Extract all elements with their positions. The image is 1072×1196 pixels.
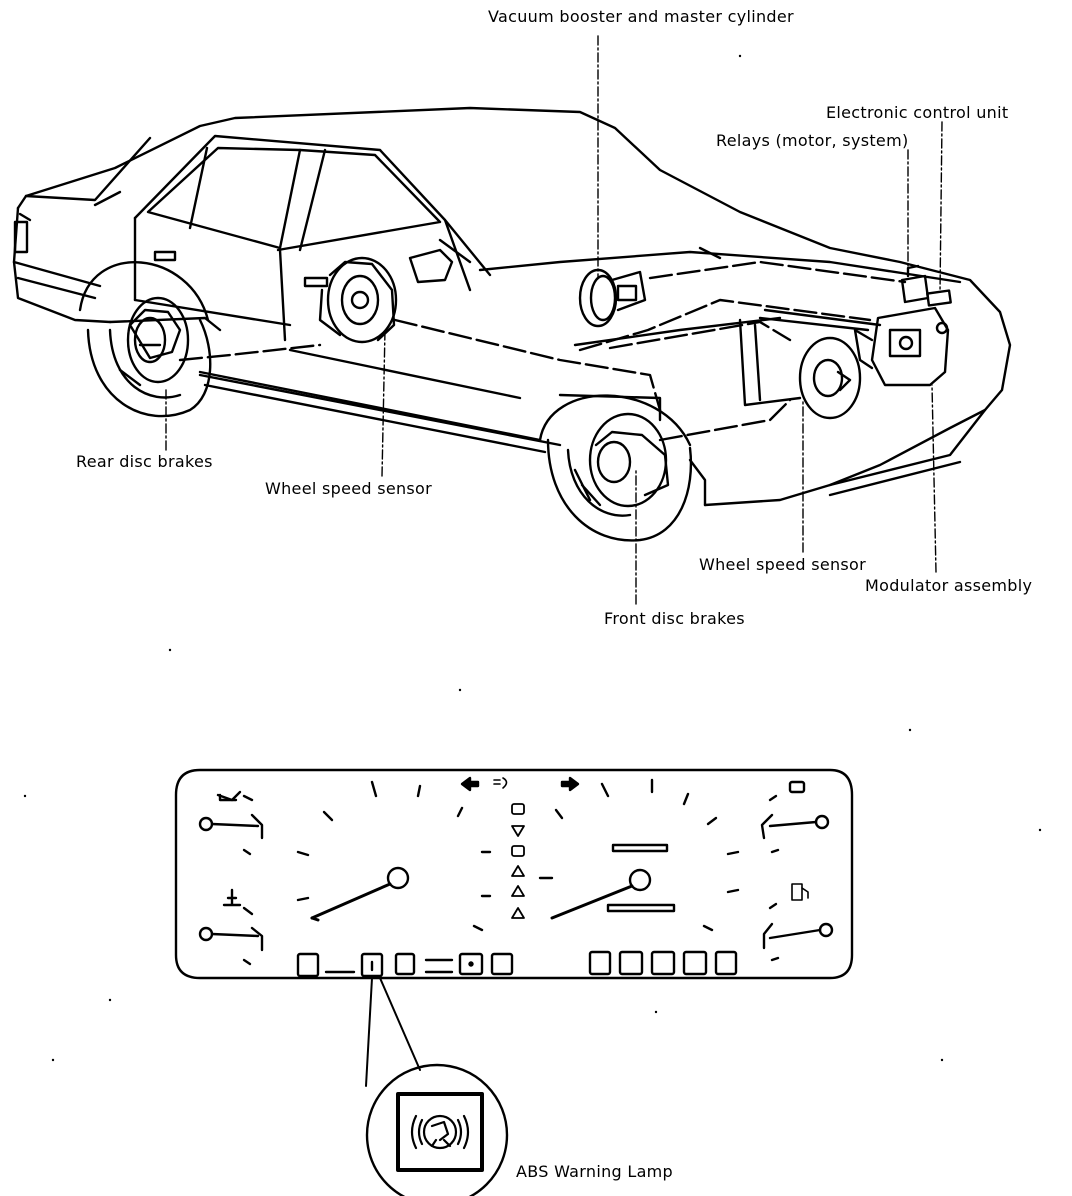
instrument-cluster <box>174 768 854 980</box>
abs-warning-icon <box>410 1114 470 1150</box>
arrow-left-icon <box>460 776 480 792</box>
oil-can-icon <box>216 790 242 802</box>
cluster-housing <box>174 768 854 980</box>
indicator-column <box>511 803 525 919</box>
modulator-assembly-unit <box>853 306 950 387</box>
rear-door-handle <box>153 250 177 262</box>
leader-wheel-sensor-rear <box>381 329 386 477</box>
arrow-right-icon <box>560 776 580 792</box>
leader-modulator <box>931 384 937 573</box>
car-body <box>12 106 1012 507</box>
front-disc-brake-assembly <box>546 412 693 542</box>
label-electronic-control-unit: Electronic control unit <box>826 103 1009 122</box>
warning-lamp-row-left <box>296 952 514 978</box>
coolant-temperature-gauge <box>198 906 264 966</box>
front-door-handle <box>303 276 329 288</box>
tail-light <box>13 220 29 254</box>
fuel-gauge <box>762 902 834 962</box>
leader-lines <box>165 35 943 605</box>
electronic-control-unit-box <box>926 289 952 307</box>
side-mirror <box>408 248 454 284</box>
abs-lamp-slot <box>360 952 384 978</box>
label-rear-disc-brakes: Rear disc brakes <box>76 452 213 471</box>
speedometer <box>296 780 492 932</box>
right-upper-gauge <box>760 780 830 854</box>
label-wheel-speed-sensor-front: Wheel speed sensor <box>699 555 867 574</box>
leader-ecu <box>939 121 943 293</box>
label-modulator-assembly: Modulator assembly <box>865 576 1033 595</box>
label-front-disc-brakes: Front disc brakes <box>604 609 745 628</box>
scan-specks <box>23 54 1042 1062</box>
rear-disc-brake-assembly <box>86 296 212 418</box>
label-wheel-speed-sensor-rear: Wheel speed sensor <box>265 479 433 498</box>
oil-pressure-gauge <box>198 794 264 856</box>
warning-lamp-row-right <box>588 950 738 976</box>
tachometer <box>538 778 740 932</box>
vacuum-booster-master-cylinder <box>578 268 647 328</box>
abs-lamp-frame <box>396 1092 484 1172</box>
label-abs-warning-lamp: ABS Warning Lamp <box>516 1162 674 1181</box>
abs-zoom-circle <box>365 1063 509 1196</box>
abs-callout <box>365 977 509 1196</box>
label-relays: Relays (motor, system) <box>716 131 909 150</box>
brake-lines <box>178 260 907 442</box>
high-beam-icon <box>493 777 508 789</box>
label-vacuum-booster: Vacuum booster and master cylinder <box>488 7 794 26</box>
wheel-speed-sensor-front-assembly <box>798 336 862 420</box>
car-cabin <box>133 134 522 400</box>
thermometer-icon <box>222 888 242 907</box>
wheel-speed-sensor-rear-assembly <box>318 256 398 344</box>
relay-unit <box>900 264 930 304</box>
fuel-pump-icon <box>791 883 809 901</box>
wiring-harness <box>198 308 882 447</box>
